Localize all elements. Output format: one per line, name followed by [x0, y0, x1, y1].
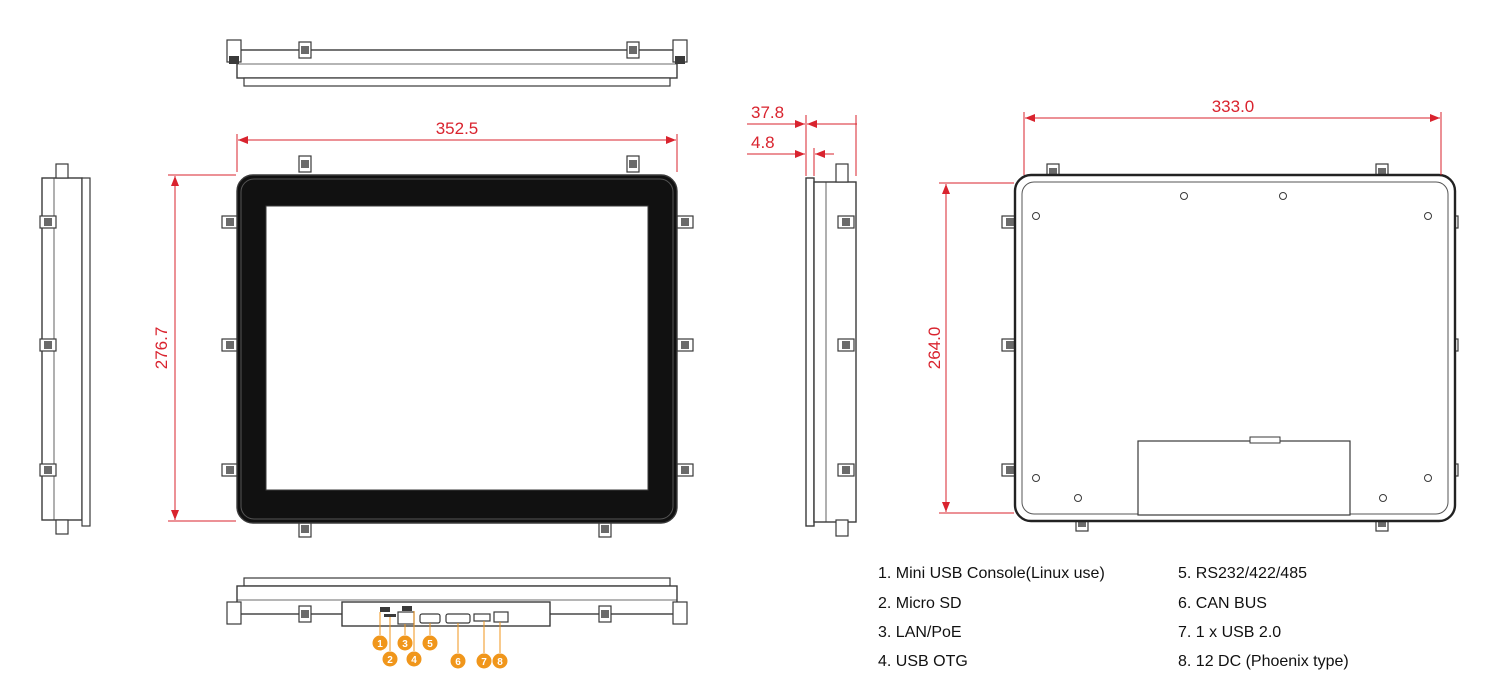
front-width-dimension: 352.5 — [236, 119, 678, 172]
port-badge-5: 5 — [422, 635, 438, 651]
svg-text:2: 2 — [387, 655, 393, 666]
port-badge-8: 8 — [492, 653, 508, 669]
port-micro-sd — [384, 614, 396, 617]
right-side-view — [805, 163, 857, 537]
svg-text:7: 7 — [481, 657, 487, 668]
legend-item-1: 1. Mini USB Console(Linux use) — [878, 565, 1105, 582]
legend-item-4: 4. USB OTG — [878, 653, 968, 670]
svg-text:4: 4 — [411, 655, 417, 666]
port-rs232 — [419, 613, 441, 624]
port-mini-usb — [380, 607, 390, 612]
port-badges: 1 2 3 4 5 6 7 8 — [372, 611, 508, 669]
left-side-view — [39, 163, 91, 535]
legend-item-2: 2. Micro SD — [878, 595, 962, 612]
rear-view — [1001, 163, 1459, 532]
rear-electronics-box — [1137, 440, 1351, 516]
rear-width-dimension: 333.0 — [1023, 97, 1442, 175]
port-lan — [397, 611, 415, 625]
svg-text:8: 8 — [497, 657, 503, 668]
port-badge-6: 6 — [450, 653, 466, 669]
svg-text:6: 6 — [455, 657, 461, 668]
port-usb-otg — [402, 606, 412, 611]
front-width-label: 352.5 — [436, 119, 479, 138]
port-badge-3: 3 — [397, 635, 413, 651]
port-usb2 — [473, 613, 491, 622]
port-legend: 1. Mini USB Console(Linux use) 2. Micro … — [878, 565, 1398, 685]
legend-item-8: 8. 12 DC (Phoenix type) — [1178, 653, 1349, 670]
port-badge-1: 1 — [372, 635, 388, 651]
top-view — [226, 39, 688, 87]
front-height-label: 276.7 — [152, 327, 171, 370]
front-view — [221, 155, 694, 538]
port-badge-7: 7 — [476, 653, 492, 669]
legend-item-5: 5. RS232/422/485 — [1178, 565, 1307, 582]
side-bezel-label: 4.8 — [751, 133, 775, 152]
rear-height-dimension: 264.0 — [925, 182, 1014, 514]
port-badge-4: 4 — [406, 651, 422, 667]
svg-text:5: 5 — [427, 639, 433, 650]
port-can-bus — [445, 613, 471, 624]
side-depth-dimension: 37.8 4.8 — [747, 103, 857, 176]
side-depth-label: 37.8 — [751, 103, 784, 122]
svg-text:1: 1 — [377, 639, 383, 650]
legend-item-3: 3. LAN/PoE — [878, 624, 962, 641]
front-height-dimension: 276.7 — [152, 174, 236, 522]
svg-text:3: 3 — [402, 639, 408, 650]
bottom-view — [226, 577, 688, 627]
rear-height-label: 264.0 — [925, 327, 944, 370]
port-badge-2: 2 — [382, 651, 398, 667]
legend-item-7: 7. 1 x USB 2.0 — [1178, 624, 1282, 641]
port-dc-phoenix — [493, 611, 509, 623]
rear-width-label: 333.0 — [1212, 97, 1255, 116]
legend-item-6: 6. CAN BUS — [1178, 595, 1267, 612]
